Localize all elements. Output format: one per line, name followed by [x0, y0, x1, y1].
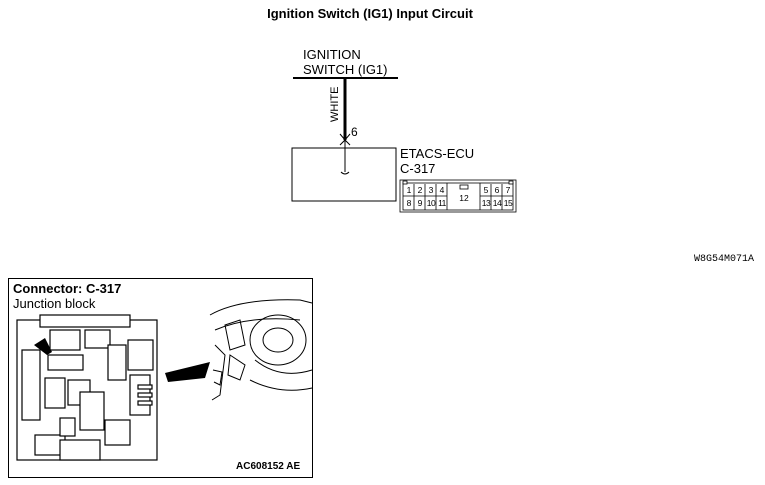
ignition-switch-label-line2: SWITCH (IG1) [303, 62, 388, 77]
pin-label-center: 12 [459, 193, 469, 203]
pin-label: 13 [481, 198, 491, 208]
pin-label: 3 [428, 185, 434, 195]
panel-subtitle: Junction block [13, 296, 96, 311]
pointer-wedge [165, 362, 210, 382]
connector-location-arrow [34, 338, 52, 355]
wire-pin-number: 6 [351, 125, 358, 139]
pin-label: 14 [492, 198, 502, 208]
pin-label: 6 [494, 185, 500, 195]
diagram-title: Ignition Switch (IG1) Input Circuit [267, 6, 473, 21]
pin-label: 5 [483, 185, 489, 195]
ecu-connector-id: C-317 [400, 161, 436, 176]
pin-label: 11 [438, 198, 446, 208]
connector-location-panel [8, 278, 313, 478]
pin-label: 7 [505, 185, 511, 195]
pin-label: 8 [406, 198, 412, 208]
pin-label: 10 [426, 198, 436, 208]
connector-c317-face [399, 179, 517, 213]
dashboard-illustration [209, 299, 313, 401]
ecu-terminal-symbol [340, 171, 350, 175]
diagram-code: W8G54M071A [694, 254, 755, 265]
ignition-switch-label-line1: IGNITION [303, 47, 361, 62]
pin-label: 2 [417, 185, 423, 195]
ecu-name: ETACS-ECU [400, 146, 475, 161]
pin-label: 1 [406, 185, 412, 195]
pin-label: 4 [439, 185, 445, 195]
panel-title: Connector: C-317 [13, 281, 122, 296]
panel-code: AC608152 AE [236, 461, 301, 472]
ecu-box [291, 147, 397, 202]
pin-label: 15 [503, 198, 513, 208]
pin-label: 9 [417, 198, 423, 208]
wire-color-label: WHITE [329, 86, 341, 122]
